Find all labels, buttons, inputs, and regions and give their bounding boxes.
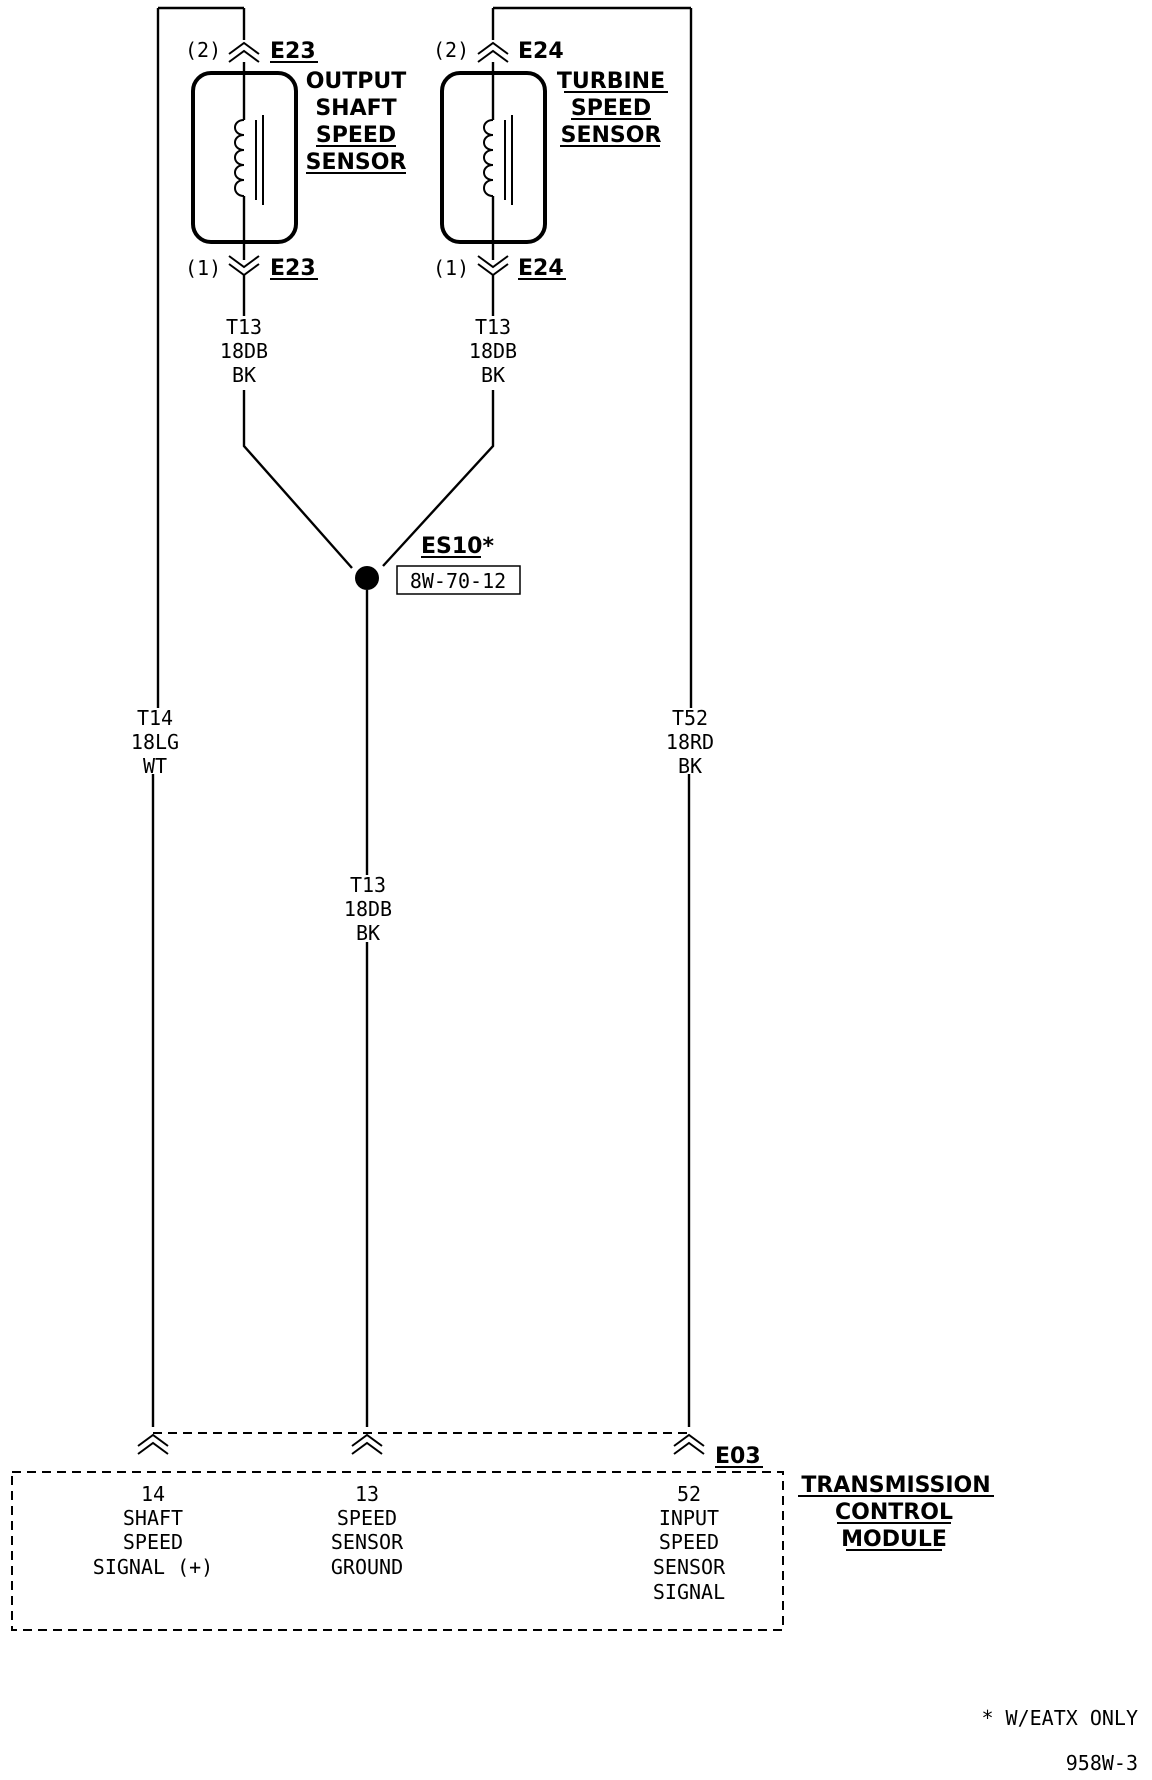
pin-label-line: 52 xyxy=(677,1482,701,1506)
wire-label-line: T13 xyxy=(475,315,511,339)
wire-label-line: BK xyxy=(678,754,702,778)
output-sensor-connector-top: E23 xyxy=(270,39,316,64)
module-connector-arrow-icon xyxy=(351,1433,383,1455)
sensor-name-line: OUTPUT xyxy=(306,69,407,94)
module-name-line: TRANSMISSION xyxy=(801,1473,990,1498)
pin-label-line: SPEED xyxy=(337,1506,397,1530)
wire-label-line: 18RD xyxy=(666,730,714,754)
pin-label-line: SENSOR xyxy=(331,1530,404,1554)
wire-t52-path xyxy=(687,8,693,1427)
module-pin-52: 52 INPUT SPEED SENSOR SIGNAL xyxy=(653,1482,726,1604)
wire-label-line: 18DB xyxy=(344,897,392,921)
pin-label-line: SENSOR xyxy=(653,1555,726,1579)
footnote: * W/EATX ONLY xyxy=(981,1706,1138,1730)
wire-t52-label: T52 18RD BK xyxy=(666,706,714,778)
pin-label-line: SPEED xyxy=(659,1530,719,1554)
wire-label-line: T13 xyxy=(226,315,262,339)
wire-label-line: BK xyxy=(356,921,380,945)
pin-label-line: 13 xyxy=(355,1482,379,1506)
turbine-sensor-connector-bottom: E24 xyxy=(518,256,564,281)
sensor-name-line: SENSOR xyxy=(306,150,407,175)
sensor-name-line: SHAFT xyxy=(315,96,396,121)
coil-icon xyxy=(234,119,245,197)
output-sensor-pin-bottom: (1) xyxy=(185,256,221,280)
pin-label-line: INPUT xyxy=(659,1506,719,1530)
output-shaft-speed-sensor xyxy=(191,41,298,316)
wire-label-line: BK xyxy=(481,363,505,387)
module-connector-arrow-icon xyxy=(673,1433,705,1455)
pin-label-line: GROUND xyxy=(331,1555,403,1579)
sensor-name-line: SPEED xyxy=(316,123,396,148)
coil-icon xyxy=(483,119,494,197)
module-name-line: MODULE xyxy=(841,1527,947,1552)
wire-label-line: WT xyxy=(143,754,167,778)
turbine-sensor-name: TURBINE SPEED SENSOR xyxy=(557,69,665,148)
turbine-sensor-wire-label: T13 18DB BK xyxy=(469,315,517,387)
wire-label-line: T52 xyxy=(672,706,708,730)
wire-label-line: 18LG xyxy=(131,730,179,754)
module-pin-14: 14 SHAFT SPEED SIGNAL (+) xyxy=(93,1482,213,1579)
turbine-sensor-connector-top: E24 xyxy=(518,39,564,64)
module-name-line: CONTROL xyxy=(835,1500,953,1525)
module-pin-13: 13 SPEED SENSOR GROUND xyxy=(331,1482,404,1579)
wire-t13-label: T13 18DB BK xyxy=(344,873,392,945)
splice-dot-icon xyxy=(355,566,379,590)
pin-label-line: SIGNAL (+) xyxy=(93,1555,213,1579)
wire-t14-path xyxy=(151,8,160,1427)
turbine-sensor-pin-bottom: (1) xyxy=(433,256,469,280)
turbine-speed-sensor xyxy=(440,41,547,316)
output-sensor-name: OUTPUT SHAFT SPEED SENSOR xyxy=(306,69,407,175)
wire-label-line: 18DB xyxy=(469,339,517,363)
output-sensor-connector-bottom: E23 xyxy=(270,256,316,281)
sensor-name-line: TURBINE xyxy=(557,69,665,94)
wire-label-line: 18DB xyxy=(220,339,268,363)
module-connector-id: E03 xyxy=(715,1444,761,1469)
pin-label-line: SHAFT xyxy=(123,1506,183,1530)
sensor-name-line: SPEED xyxy=(571,96,651,121)
pin-label-line: 14 xyxy=(141,1482,165,1506)
turbine-sensor-ground-wire xyxy=(382,390,495,567)
sensor-name-line: SENSOR xyxy=(561,123,662,148)
pin-label-line: SIGNAL xyxy=(653,1580,725,1604)
output-sensor-ground-wire xyxy=(242,390,353,569)
turbine-sensor-pin-top: (2) xyxy=(433,38,469,62)
transmission-control-module-box xyxy=(11,1471,784,1631)
wire-label-line: T13 xyxy=(350,873,386,897)
core-icon xyxy=(504,115,513,205)
output-sensor-pin-top: (2) xyxy=(185,38,221,62)
wire-label-line: BK xyxy=(232,363,256,387)
splice-ref-box xyxy=(396,565,521,595)
core-icon xyxy=(255,115,264,205)
connector-arrow-top-icon xyxy=(477,41,509,63)
pin-label-line: SPEED xyxy=(123,1530,183,1554)
wire-label-line: T14 xyxy=(137,706,173,730)
connector-arrow-top-icon xyxy=(228,41,260,63)
wire-t14-label: T14 18LG WT xyxy=(131,706,179,778)
figure-id: 958W-3 xyxy=(1066,1751,1138,1775)
module-connector-arrow-icon xyxy=(137,1433,169,1455)
splice-id: ES10* xyxy=(421,534,494,559)
output-sensor-wire-label: T13 18DB BK xyxy=(220,315,268,387)
splice-ref: 8W-70-12 xyxy=(410,569,506,593)
module-name: TRANSMISSION CONTROL MODULE xyxy=(801,1473,990,1552)
